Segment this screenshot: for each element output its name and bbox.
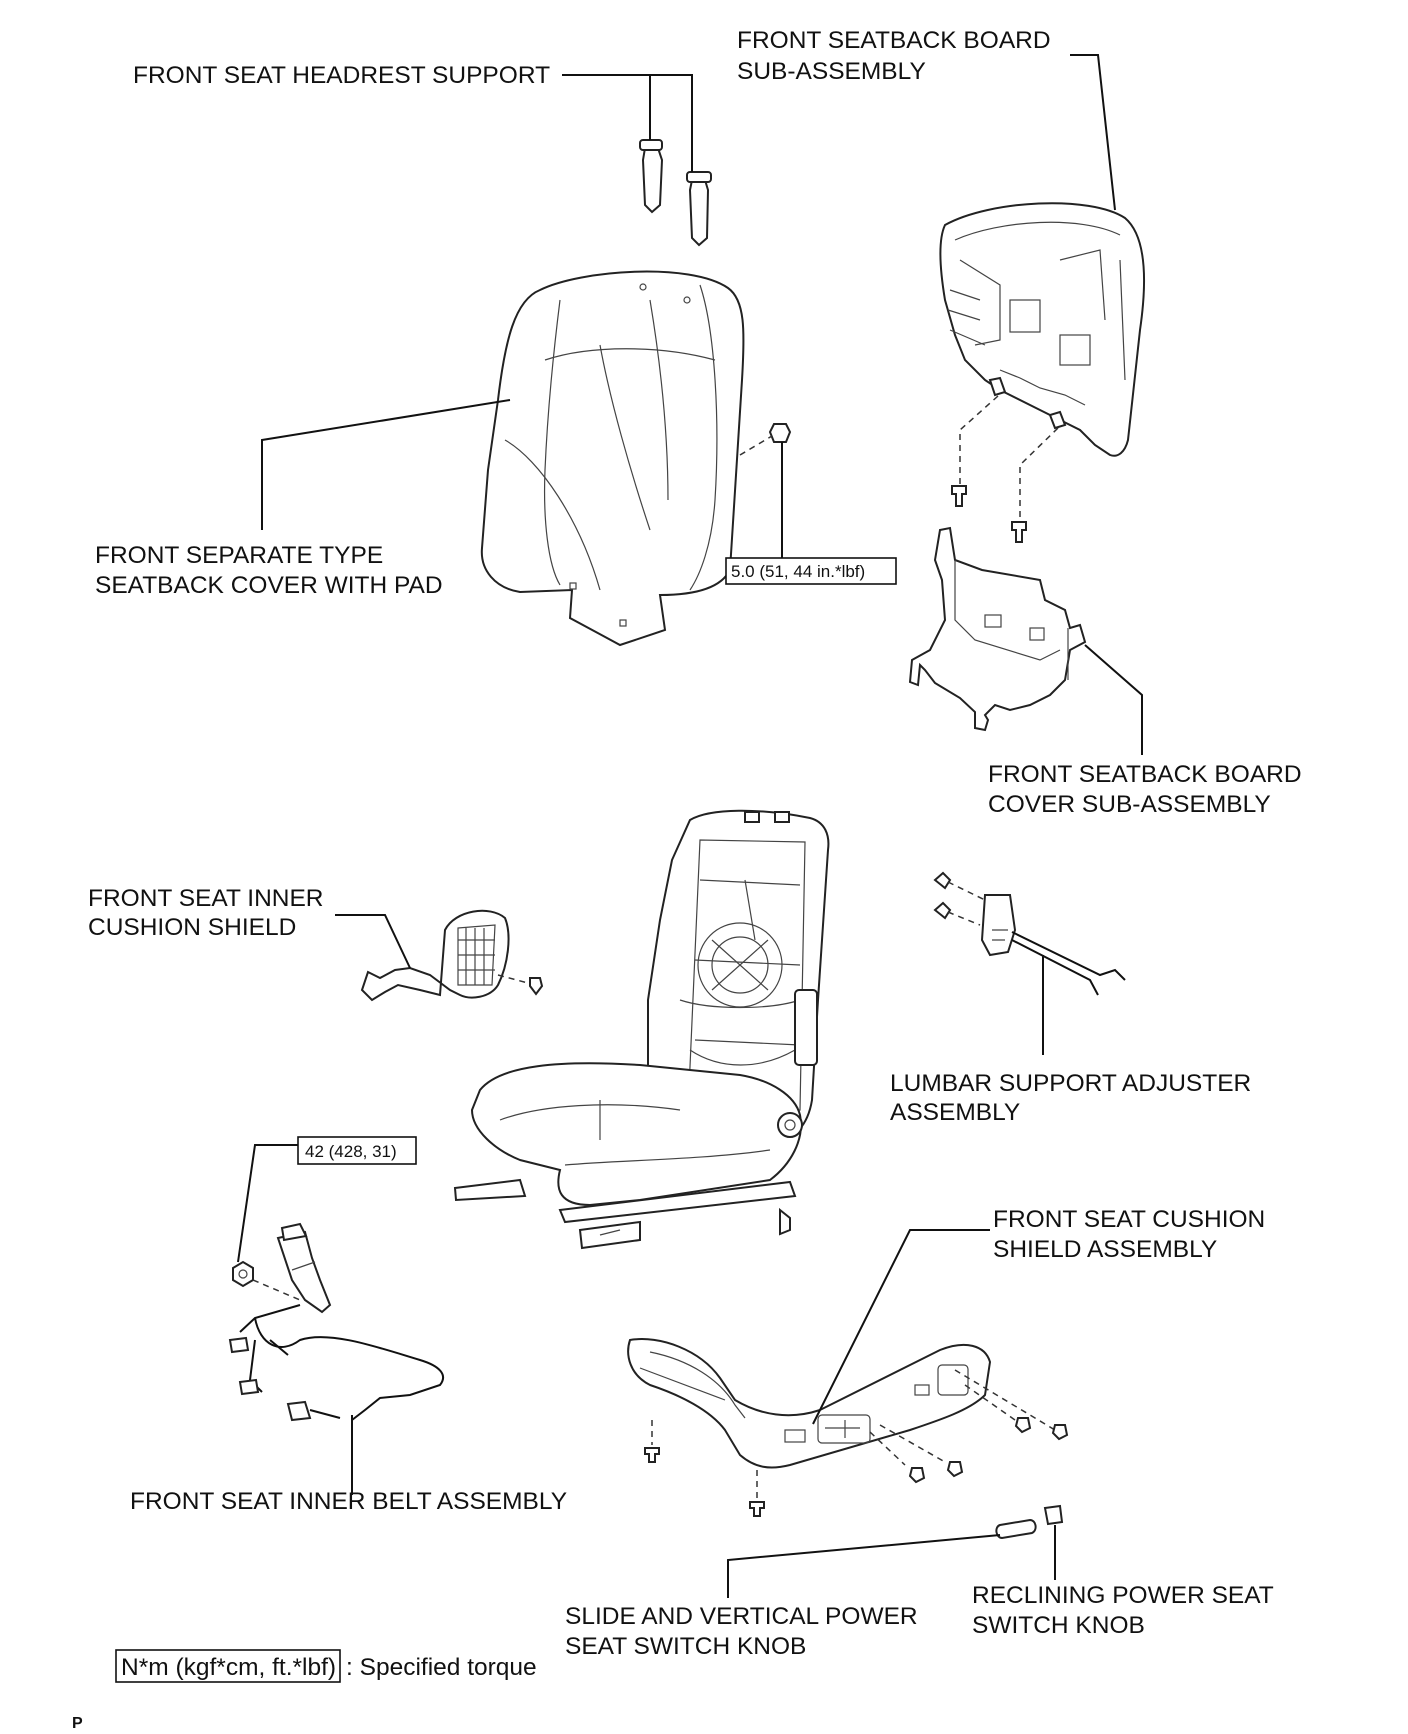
label-slide-knob-line1: SLIDE AND VERTICAL POWER [565,1603,918,1630]
cushion-shield-assembly [627,1229,1069,1517]
label-headrest-support: FRONT SEAT HEADREST SUPPORT [133,62,550,89]
label-seatback-cover-line2: SEATBACK COVER WITH PAD [95,572,443,599]
label-seatback-board-line2: SUB-ASSEMBLY [737,58,926,85]
legend-unit-box: N*m (kgf*cm, ft.*lbf) [121,1654,336,1681]
label-lumbar-line2: ASSEMBLY [890,1099,1020,1126]
switch-knobs [727,1504,1064,1598]
part-labels: FRONT SEAT HEADREST SUPPORT FRONT SEATBA… [88,27,1302,1660]
seat-frame-assembly [453,809,830,1250]
label-inner-cushion-shield-line2: CUSHION SHIELD [88,914,296,941]
torque-legend: N*m (kgf*cm, ft.*lbf) : Specified torque [115,1649,537,1683]
torque-callouts: 5.0 (51, 44 in.*lbf) 42 (428, 31) [297,557,897,1165]
seatback-cover-with-pad [480,270,745,647]
inner-cushion-shield [360,909,544,1002]
label-inner-cushion-shield-line1: FRONT SEAT INNER [88,885,324,912]
torque-seatback-nut: 5.0 (51, 44 in.*lbf) [731,562,865,581]
lumbar-support-adjuster [933,871,1126,1055]
label-lumbar-line1: LUMBAR SUPPORT ADJUSTER [890,1070,1251,1097]
leader-lines [261,54,1143,969]
footer-code: P [72,1715,83,1732]
label-slide-knob-line2: SEAT SWITCH KNOB [565,1633,806,1660]
seatback-board-sub-assembly [939,202,1146,543]
label-reclining-knob-line1: RECLINING POWER SEAT [972,1582,1274,1609]
inner-belt-assembly [228,1144,445,1495]
label-seatback-cover-line1: FRONT SEPARATE TYPE [95,542,383,569]
label-reclining-knob-line2: SWITCH KNOB [972,1612,1145,1639]
label-cushion-shield-line1: FRONT SEAT CUSHION [993,1206,1265,1233]
seatback-nut [739,423,792,562]
label-inner-belt: FRONT SEAT INNER BELT ASSEMBLY [130,1488,567,1515]
label-cushion-shield-line2: SHIELD ASSEMBLY [993,1236,1217,1263]
torque-belt-nut: 42 (428, 31) [305,1142,397,1161]
label-board-cover-line2: COVER SUB-ASSEMBLY [988,791,1271,818]
legend-description: : Specified torque [346,1654,537,1681]
headrest-support-parts [639,139,712,247]
label-seatback-board-line1: FRONT SEATBACK BOARD [737,27,1051,54]
seatback-board-cover-sub-assembly [908,526,1087,732]
label-board-cover-line1: FRONT SEATBACK BOARD [988,761,1302,788]
